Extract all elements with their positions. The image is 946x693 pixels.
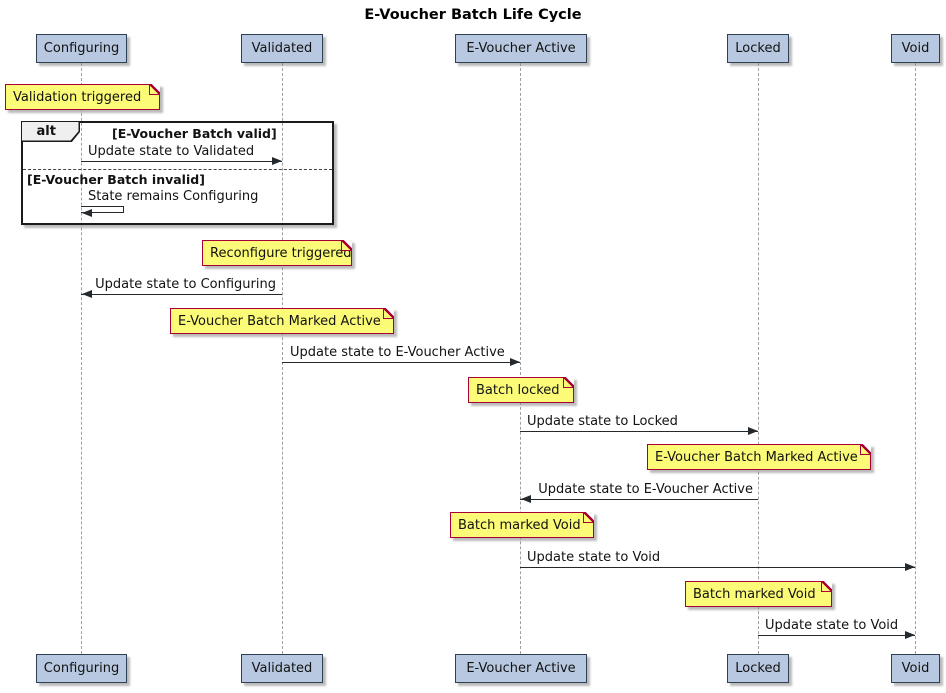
note-batch-marked-void-2: Batch marked Void — [685, 581, 832, 607]
note-validation-triggered: Validation triggered — [5, 84, 160, 110]
arrowhead-right-icon — [510, 358, 520, 366]
lifeline-validated — [282, 63, 283, 654]
alt-divider — [23, 169, 332, 170]
note-fold-icon — [860, 444, 871, 455]
note-text: Batch locked — [476, 382, 560, 398]
message-update-state-to-void-1: Update state to Void — [527, 550, 661, 565]
note-evoucher-batch-marked-active-2: E-Voucher Batch Marked Active — [647, 444, 871, 470]
alt-operator-pentagon: alt — [22, 122, 80, 142]
note-text: E-Voucher Batch Marked Active — [655, 449, 858, 465]
note-text: Batch marked Void — [693, 586, 816, 602]
message-update-state-to-evoucher-active-1: Update state to E-Voucher Active — [290, 345, 505, 360]
lifeline-configuring — [81, 63, 82, 654]
arrowhead-right-icon — [905, 563, 915, 571]
message-update-state-to-validated: Update state to Validated — [88, 144, 255, 159]
arrowhead-left-icon — [82, 290, 92, 298]
arrowhead-left-icon — [521, 495, 531, 503]
note-text: E-Voucher Batch Marked Active — [178, 313, 381, 329]
message-state-remains-configuring: State remains Configuring — [88, 189, 259, 204]
participant-configuring-top: Configuring — [36, 34, 127, 63]
diagram-title: E-Voucher Batch Life Cycle — [364, 7, 582, 23]
participant-locked-top: Locked — [727, 34, 789, 63]
message-line — [520, 431, 758, 432]
lifeline-evoucher-active — [520, 63, 521, 654]
message-update-state-to-void-2: Update state to Void — [765, 618, 899, 633]
note-fold-icon — [821, 581, 832, 592]
note-fold-icon — [383, 308, 394, 319]
message-line — [520, 567, 915, 568]
message-line — [282, 362, 520, 363]
note-fold-icon — [341, 240, 352, 251]
note-reconfigure-triggered: Reconfigure triggered — [202, 240, 352, 266]
participant-void-top: Void — [891, 34, 940, 63]
participant-void-bottom: Void — [891, 654, 940, 683]
message-update-state-to-locked: Update state to Locked — [527, 414, 678, 429]
message-line — [520, 499, 758, 500]
note-fold-icon — [563, 377, 574, 388]
alt-guard-invalid: [E-Voucher Batch invalid] — [27, 172, 205, 187]
alt-guard-valid: [E-Voucher Batch valid] — [112, 126, 277, 141]
note-evoucher-batch-marked-active-1: E-Voucher Batch Marked Active — [170, 308, 394, 334]
arrowhead-left-icon — [82, 209, 92, 217]
note-text: Validation triggered — [13, 89, 142, 105]
note-batch-marked-void-1: Batch marked Void — [450, 512, 594, 538]
alt-operator-label: alt — [22, 122, 79, 141]
self-message-loop — [81, 206, 124, 213]
participant-validated-bottom: Validated — [241, 654, 323, 683]
alt-frame: alt [E-Voucher Batch valid] [E-Voucher B… — [21, 121, 334, 225]
arrowhead-right-icon — [748, 427, 758, 435]
participant-configuring-bottom: Configuring — [36, 654, 127, 683]
note-fold-icon — [149, 84, 160, 95]
message-update-state-to-evoucher-active-2: Update state to E-Voucher Active — [538, 482, 753, 497]
arrowhead-right-icon — [272, 157, 282, 165]
note-batch-locked: Batch locked — [468, 377, 574, 403]
message-line — [758, 635, 915, 636]
lifeline-void — [915, 63, 916, 654]
note-text: Reconfigure triggered — [210, 245, 352, 261]
participant-validated-top: Validated — [241, 34, 323, 63]
message-line — [81, 294, 282, 295]
note-fold-icon — [583, 512, 594, 523]
participant-locked-bottom: Locked — [727, 654, 789, 683]
participant-evoucher-active-bottom: E-Voucher Active — [455, 654, 587, 683]
lifeline-locked — [758, 63, 759, 654]
arrowhead-right-icon — [905, 631, 915, 639]
note-text: Batch marked Void — [458, 517, 581, 533]
message-line — [81, 161, 282, 162]
message-update-state-to-configuring: Update state to Configuring — [95, 277, 276, 292]
participant-evoucher-active-top: E-Voucher Active — [455, 34, 587, 63]
